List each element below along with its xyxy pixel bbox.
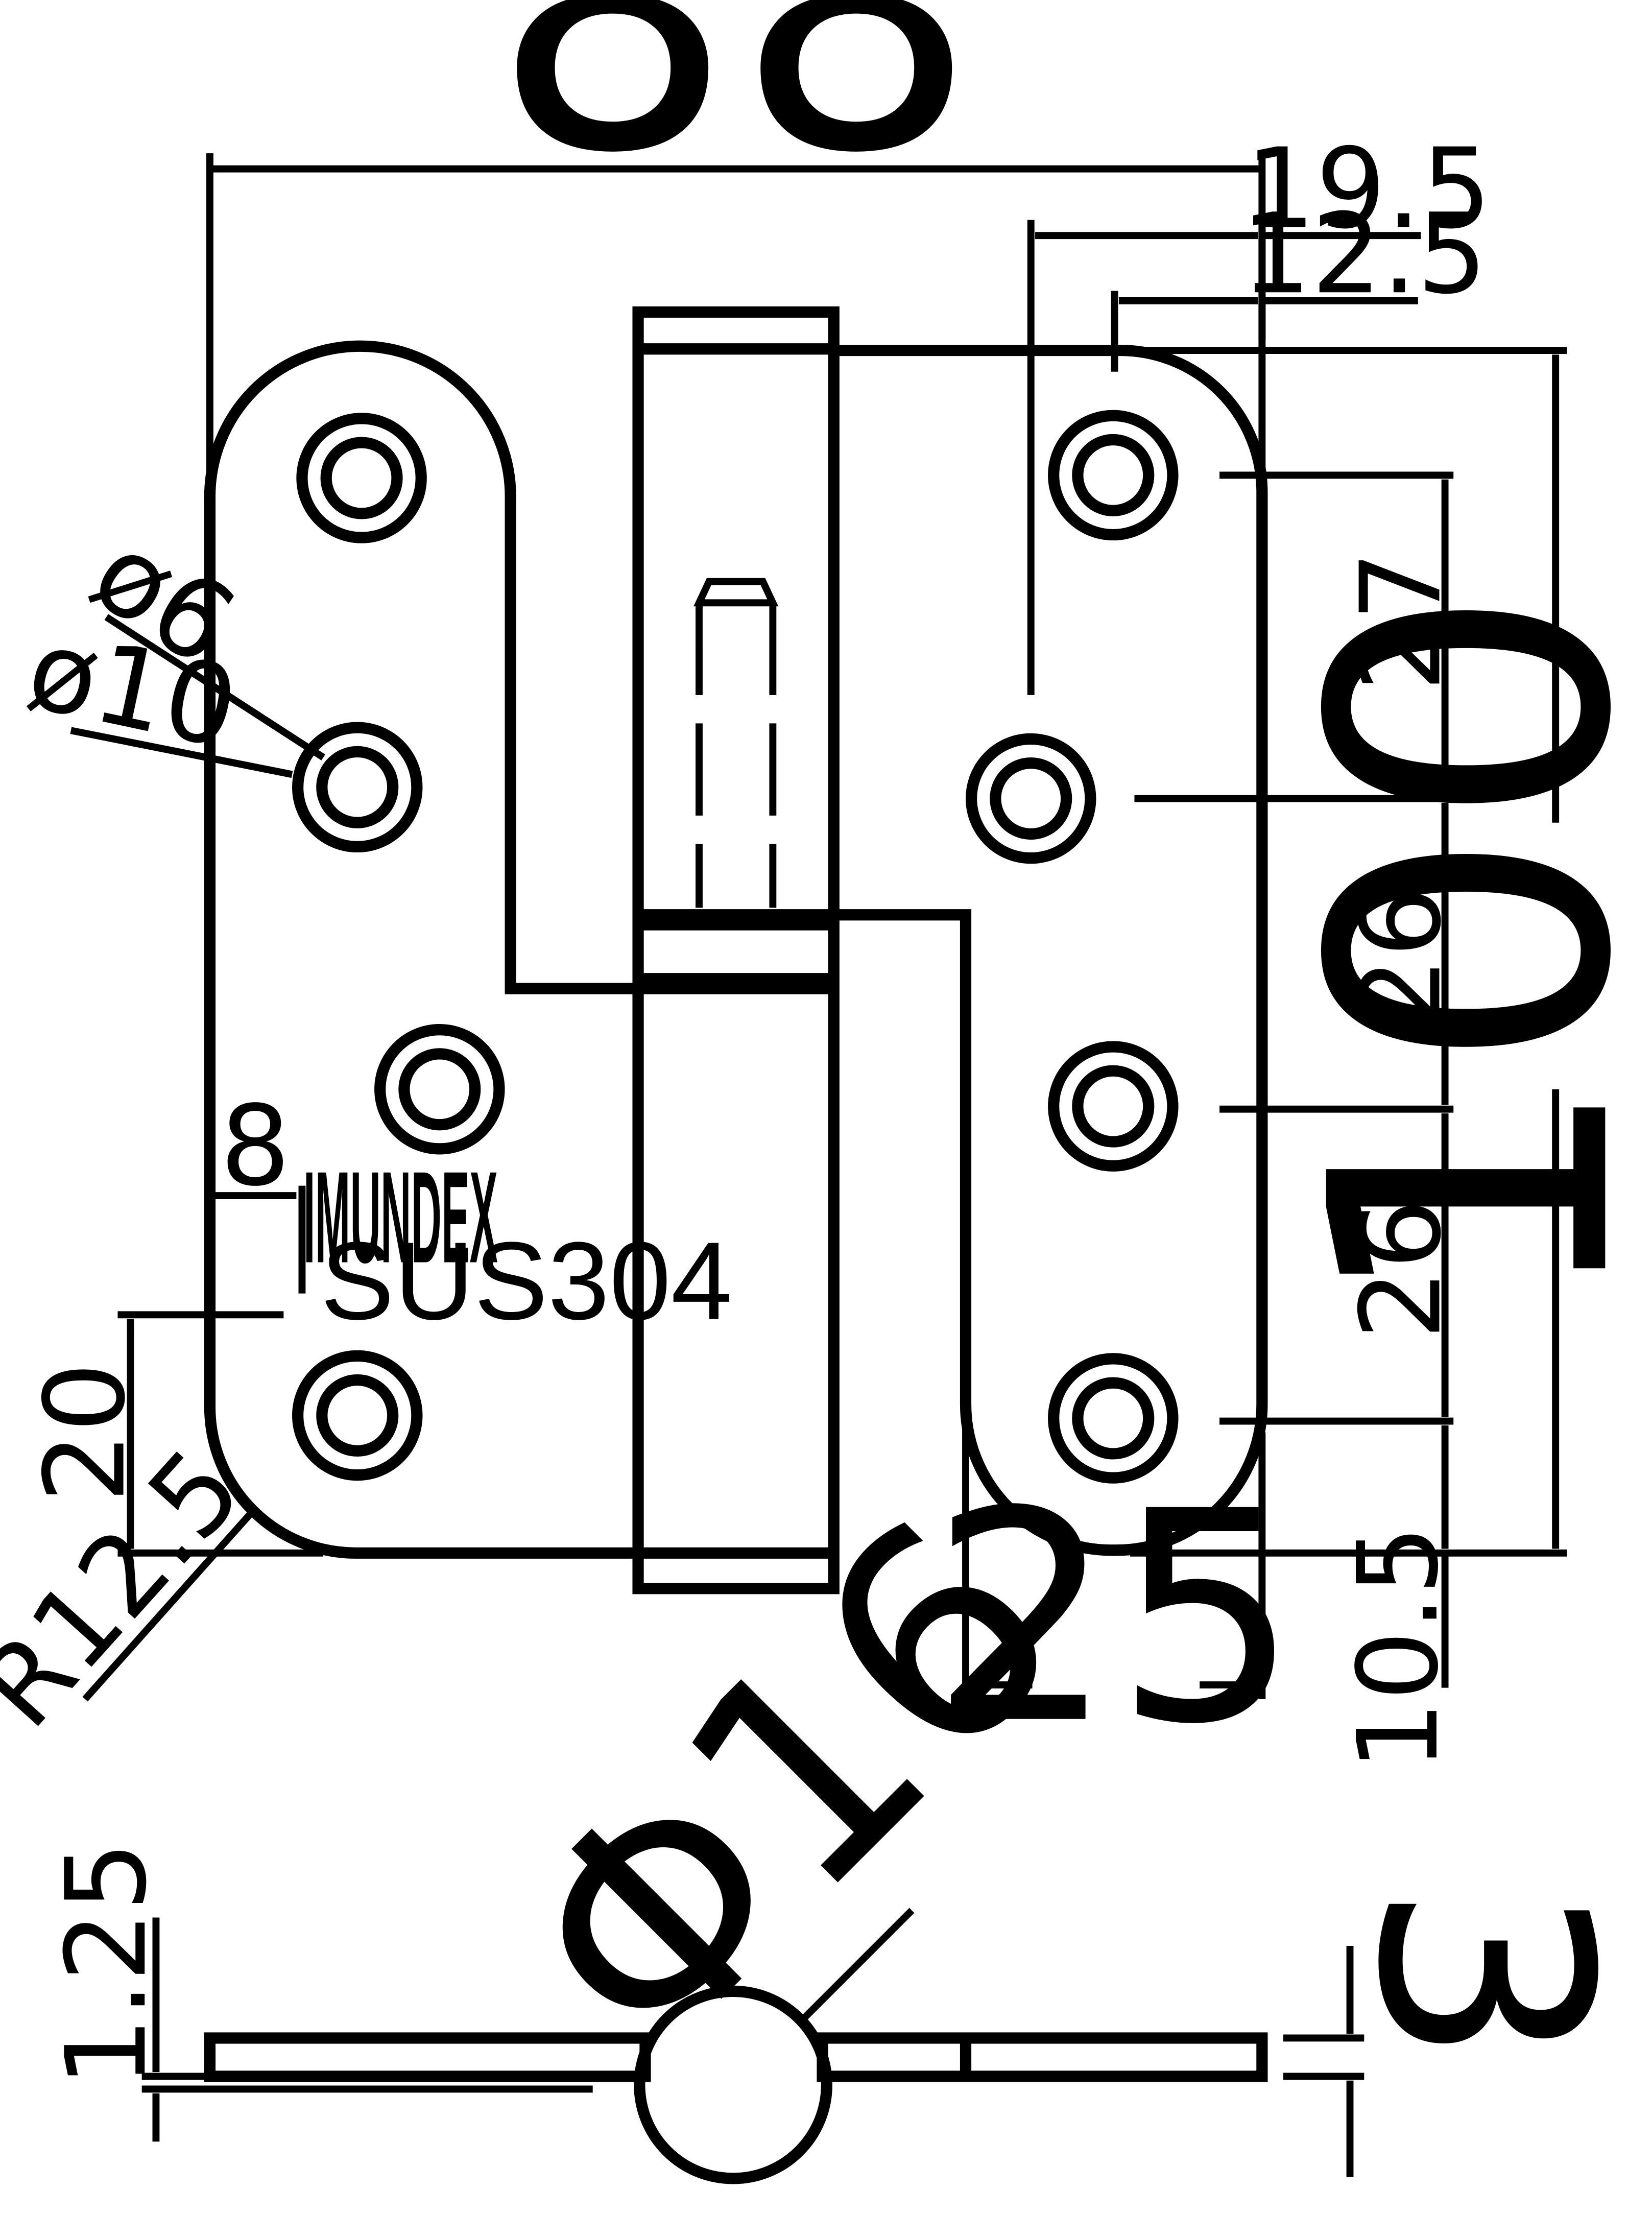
dim-dia-10: ø10 xyxy=(17,605,293,778)
hole-left-3 xyxy=(374,1024,505,1155)
dim-19-5-label: 19.5 xyxy=(1246,125,1492,253)
hole-right-2 xyxy=(966,733,1096,864)
dim-100-label: 100 xyxy=(1250,585,1652,1316)
right-leaf-outline xyxy=(833,344,1268,1556)
dim-88: 88 xyxy=(206,0,1266,497)
dim-10-5-label: 10.5 xyxy=(1334,1525,1463,1771)
dim-26b-label: 26 xyxy=(1337,1199,1466,1340)
side-view xyxy=(141,1985,1268,2184)
knuckle xyxy=(632,306,840,1594)
dim-chain-right: 27 26 26 10.5 xyxy=(1134,471,1466,1771)
dim-8: 8 xyxy=(212,1082,306,1294)
dim-3-label: 3 xyxy=(1313,1882,1651,2066)
hole-left-1 xyxy=(296,413,427,543)
hole-left-4 xyxy=(292,1350,423,1481)
dim-3: 3 xyxy=(1283,1882,1651,2177)
dim-8-label: 8 xyxy=(220,1082,291,1211)
dim-19-5: 19.5 xyxy=(1027,125,1492,695)
dim-27-label: 27 xyxy=(1337,551,1466,692)
dim-20: 20 xyxy=(21,1311,324,1557)
hidden-pin xyxy=(693,578,779,908)
dim-25-label: 25 xyxy=(929,1450,1299,1788)
dim-1-25: 1.25 xyxy=(42,1841,210,2142)
dim-88-label: 88 xyxy=(491,0,978,236)
brand-marking: IMUNDEX xyxy=(303,1145,497,1291)
screw-holes xyxy=(292,410,1179,1484)
hole-left-2 xyxy=(292,722,423,853)
dim-25: 25 xyxy=(929,1404,1300,1788)
material-marking: SUS304 xyxy=(321,1219,733,1343)
dim-26a-label: 26 xyxy=(1337,887,1466,1028)
dim-12-5: 12.5 xyxy=(1111,190,1487,372)
dim-12-5-label: 12.5 xyxy=(1241,190,1487,319)
hole-right-1 xyxy=(1048,410,1179,541)
dim-20-label: 20 xyxy=(21,1362,150,1503)
hole-right-4 xyxy=(1048,1353,1179,1484)
hole-right-3 xyxy=(1048,1041,1179,1172)
left-leaf-outline xyxy=(204,340,638,1559)
dim-100: 100 xyxy=(1123,347,1652,1557)
dim-1-25-label: 1.25 xyxy=(42,1841,171,2087)
